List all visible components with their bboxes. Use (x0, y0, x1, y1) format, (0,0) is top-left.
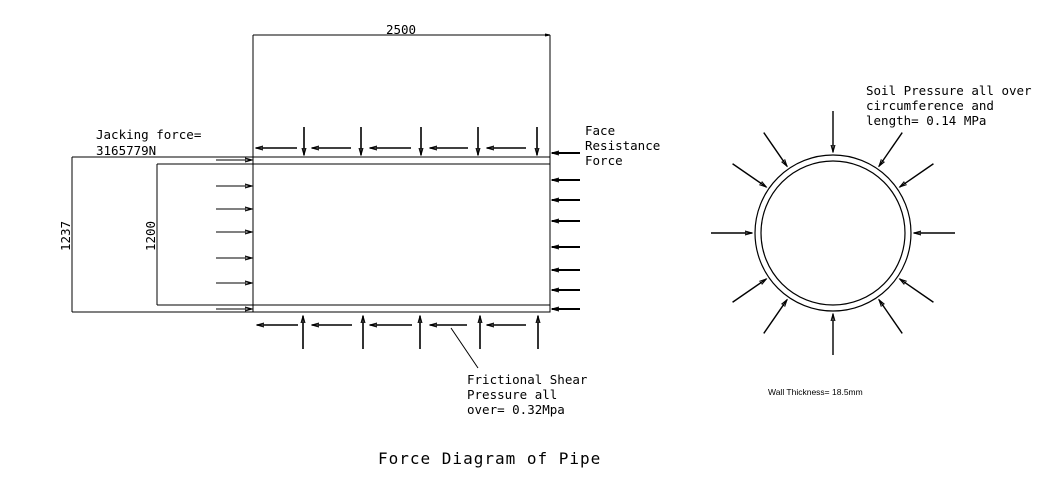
pipe-wall-bottom (252, 304, 551, 313)
force-arrows (216, 111, 955, 355)
radial-soil-pressure-arrow (732, 163, 767, 187)
friction-leader-line (450, 327, 479, 369)
pipe-body (252, 156, 551, 313)
pipe-section (252, 156, 551, 313)
pipe-inner-circle (760, 160, 906, 306)
dimension-length: 2500 (252, 22, 551, 157)
jacking-force-label-2: 3165779N (96, 143, 156, 158)
dimension-outer-diameter: 1237 (58, 156, 253, 313)
pipe-outer-circle (754, 154, 912, 312)
jacking-force-label-1: Jacking force= (96, 127, 201, 142)
dimension-outer-diameter-label: 1237 (58, 221, 73, 251)
dimension-inner-diameter-label: 1200 (143, 221, 158, 251)
radial-soil-pressure-arrow (763, 300, 787, 334)
radial-soil-pressure-arrow (763, 132, 787, 167)
friction-label-2: Pressure all (467, 387, 557, 402)
friction-label-1: Frictional Shear (467, 372, 588, 387)
dimension-length-label: 2500 (386, 22, 416, 37)
wall-thickness-label: Wall Thickness= 18.5mm (768, 387, 863, 397)
soil-pressure-label-2: circumference and (866, 98, 994, 113)
radial-soil-pressure-arrow (879, 132, 903, 167)
diagram-title: Force Diagram of Pipe (378, 449, 601, 468)
face-resistance-label-3: Force (585, 153, 623, 168)
soil-pressure-label-1: Soil Pressure all over (866, 83, 1032, 98)
radial-soil-pressure-arrow (900, 279, 934, 303)
radial-soil-pressure-arrow (900, 163, 934, 187)
dimension-inner-diameter: 1200 (143, 163, 253, 306)
radial-soil-pressure-arrow (732, 279, 767, 303)
face-resistance-label-1: Face (585, 123, 615, 138)
face-resistance-label-2: Resistance (585, 138, 660, 153)
pipe-cross-section (754, 154, 912, 312)
radial-soil-pressure-arrow (879, 300, 903, 334)
pipe-wall-top (252, 156, 551, 165)
friction-label-3: over= 0.32Mpa (467, 402, 565, 417)
soil-pressure-label-3: length= 0.14 MPa (866, 113, 986, 128)
